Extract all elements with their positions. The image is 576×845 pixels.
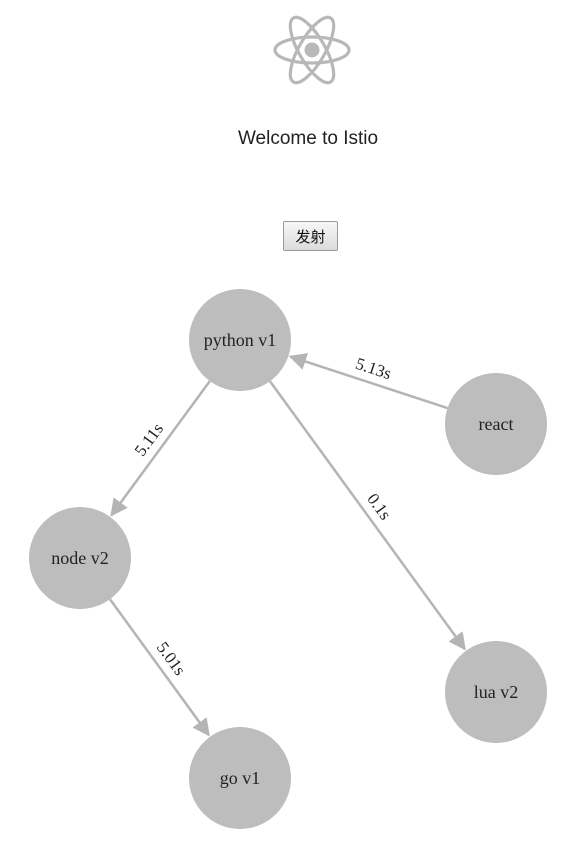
node-label-lua: lua v2 <box>474 682 519 702</box>
edge-label-python-to-node: 5.11s <box>131 420 167 460</box>
node-label-python: python v1 <box>204 330 277 350</box>
node-label-go: go v1 <box>220 768 261 788</box>
node-circle-go[interactable] <box>189 727 291 829</box>
edge-node-to-go <box>108 598 210 737</box>
node-label-node: node v2 <box>51 548 109 568</box>
node-node[interactable]: node v2 <box>29 507 131 609</box>
node-circle-react[interactable] <box>445 373 547 475</box>
node-label-react: react <box>479 414 514 434</box>
node-go[interactable]: go v1 <box>189 727 291 829</box>
node-circle-node[interactable] <box>29 507 131 609</box>
edge-react-to-python <box>288 353 448 410</box>
launch-button[interactable]: 发射 <box>283 221 338 251</box>
node-react[interactable]: react <box>445 373 547 475</box>
node-circle-python[interactable] <box>189 289 291 391</box>
edge-python-to-lua <box>268 380 466 651</box>
edge-label-node-to-go: 5.01s <box>153 638 190 679</box>
node-circle-lua[interactable] <box>445 641 547 743</box>
react-atom-icon <box>273 15 351 85</box>
page-title: Welcome to Istio <box>237 128 379 149</box>
node-lua[interactable]: lua v2 <box>445 641 547 743</box>
edge-python-to-node <box>110 380 211 517</box>
node-python[interactable]: python v1 <box>189 289 291 391</box>
edge-label-python-to-lua: 0.1s <box>363 490 395 524</box>
